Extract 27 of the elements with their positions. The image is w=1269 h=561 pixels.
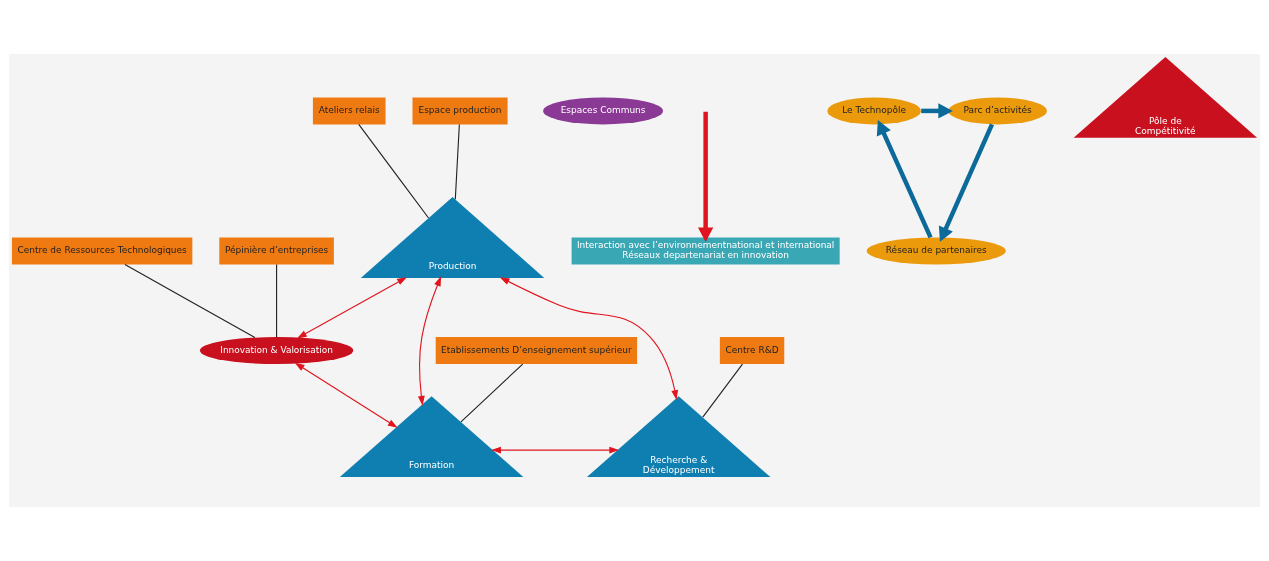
- arrow: [297, 277, 407, 339]
- node-box: Etablissements D’enseignement supérieur: [435, 337, 638, 364]
- connector: [124, 263, 256, 339]
- node-ellipse: Innovation & Valorisation: [199, 337, 354, 364]
- arrow: [294, 362, 398, 428]
- node-box: Pépinière d’entreprises: [219, 237, 334, 265]
- arrow: [499, 277, 679, 400]
- node-ellipse: Le Technopôle: [827, 97, 921, 125]
- node-box: Ateliers relais: [312, 97, 386, 125]
- arrow: [417, 276, 442, 406]
- arrow: [876, 120, 933, 239]
- connector: [454, 123, 460, 200]
- arrow: [938, 123, 995, 242]
- node-box: Espace production: [412, 97, 508, 125]
- connector: [460, 363, 524, 423]
- node-box: Centre R&D: [719, 337, 785, 364]
- node-box: Interaction avec l’environnementnational et international Réseaux departenariat en innovation: [571, 237, 840, 265]
- arrow: [491, 446, 620, 454]
- connector: [276, 263, 278, 338]
- node-ellipse: Réseau de partenaires: [866, 237, 1006, 265]
- connector: [358, 123, 430, 219]
- node-ellipse: Espaces Communs: [543, 97, 663, 125]
- node-box: Centre de Ressources Technologiques: [11, 237, 193, 265]
- arrow: [698, 111, 714, 243]
- connector: [702, 363, 743, 418]
- arrow: [921, 103, 953, 119]
- node-ellipse: Parc d’activités: [948, 97, 1047, 125]
